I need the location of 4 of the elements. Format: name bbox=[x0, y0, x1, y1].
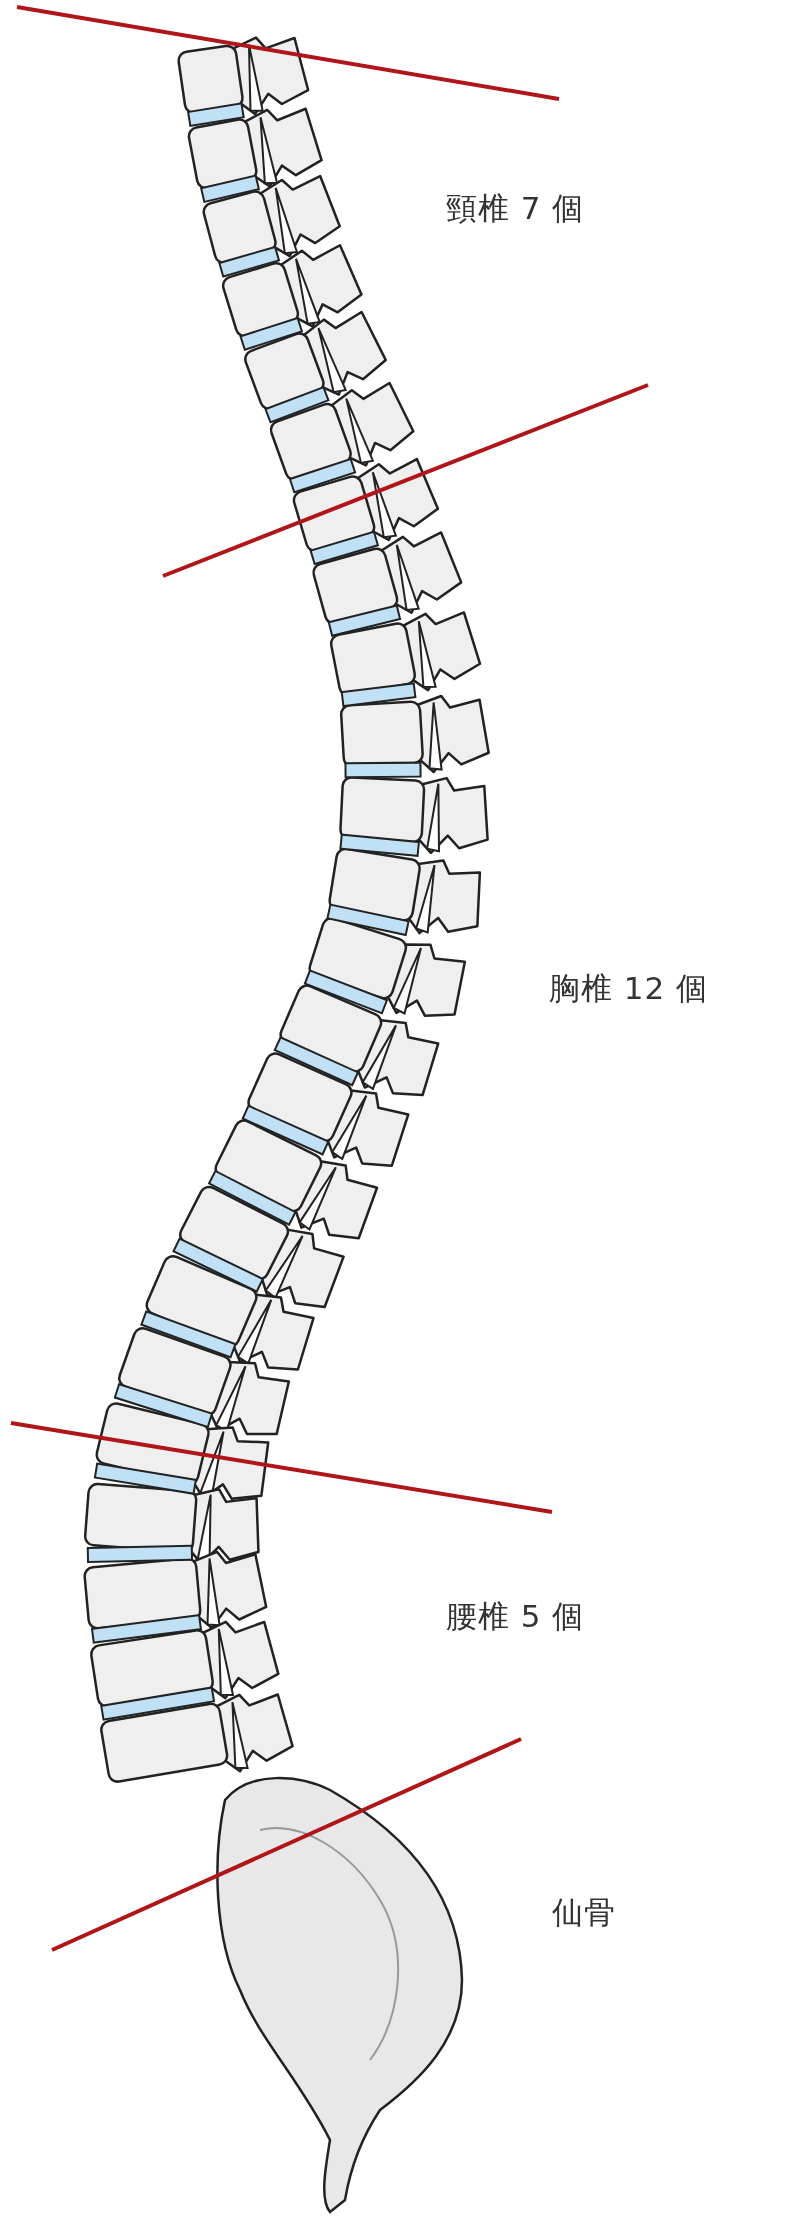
region-label: 頸椎 7 個 bbox=[446, 189, 585, 228]
region-label: 腰椎 5 個 bbox=[446, 1597, 585, 1636]
region-label: 仙骨 bbox=[552, 1893, 616, 1932]
region-label: 胸椎 12 個 bbox=[549, 969, 709, 1008]
